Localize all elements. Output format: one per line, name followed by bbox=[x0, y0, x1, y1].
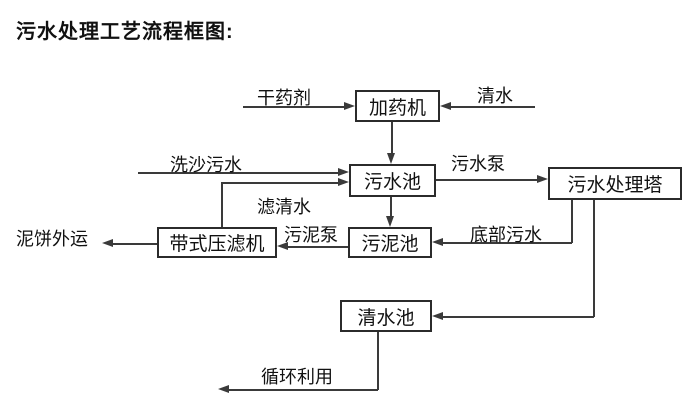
node-sewage-pool-label: 污水池 bbox=[363, 172, 421, 193]
edge-bottom-sewage-line bbox=[443, 242, 572, 244]
edge-recycle-label: 循环利用 bbox=[261, 367, 333, 387]
edge-filtered-water-label: 滤清水 bbox=[257, 197, 311, 217]
node-clean-water-pool: 清水池 bbox=[340, 300, 432, 332]
edge-sludge-pump-label: 污泥泵 bbox=[284, 225, 338, 245]
node-sludge-pool: 污泥池 bbox=[348, 227, 432, 258]
node-treatment-tower: 污水处理塔 bbox=[548, 167, 682, 200]
edge-dosing-output-arrowhead-icon bbox=[387, 153, 395, 164]
page-title: 污水处理工艺流程框图: bbox=[16, 21, 234, 43]
edge-sewage-pump-arrowhead-icon bbox=[537, 175, 548, 183]
edge-dry-chemical-arrowhead-icon bbox=[344, 102, 355, 110]
edge-bottom-sewage-label: 底部污水 bbox=[470, 225, 542, 245]
edge-sand-wash-sewage-line bbox=[138, 172, 338, 174]
edge-filtered-water-vline bbox=[221, 182, 223, 227]
edge-clean-water-arrowhead-icon bbox=[440, 102, 451, 110]
edge-dry-chemical-label: 干药剂 bbox=[257, 88, 311, 108]
node-treatment-tower-label: 污水处理塔 bbox=[567, 175, 663, 196]
edge-filtered-water-line bbox=[221, 182, 338, 184]
edge-mud-cake-out-label: 泥饼外运 bbox=[16, 229, 88, 249]
edge-filtered-water-arrowhead-icon bbox=[338, 178, 349, 186]
edge-recycle-vline bbox=[377, 332, 379, 390]
edge-sewage-pump-line bbox=[436, 179, 537, 181]
node-belt-filter-press: 带式压滤机 bbox=[157, 227, 277, 258]
edge-dry-chemical-line bbox=[243, 106, 345, 108]
node-dosing-machine-label: 加药机 bbox=[368, 97, 426, 119]
edge-tower-to-clean-vline bbox=[593, 200, 595, 317]
edge-recycle-arrowhead-icon bbox=[218, 385, 229, 393]
edge-sludge-pump-arrowhead-icon bbox=[277, 242, 288, 250]
edge-bottom-sewage-arrowhead-icon bbox=[432, 238, 443, 246]
edge-pool-to-sludge-line bbox=[390, 197, 392, 216]
node-sludge-pool-label: 污泥池 bbox=[361, 234, 419, 255]
edge-bottom-sewage-vline bbox=[571, 200, 573, 243]
edge-clean-water-line bbox=[451, 106, 535, 108]
edge-sand-wash-sewage-arrowhead-icon bbox=[338, 168, 349, 176]
edge-mud-cake-out-arrowhead-icon bbox=[102, 239, 113, 247]
edge-sludge-pump-line bbox=[288, 246, 348, 248]
node-dosing-machine: 加药机 bbox=[355, 90, 440, 122]
edge-mud-cake-out-line bbox=[113, 243, 157, 245]
edge-sewage-pump-label: 污水泵 bbox=[451, 154, 505, 174]
edge-pool-to-sludge-arrowhead-icon bbox=[386, 216, 394, 227]
edge-sand-wash-sewage-label: 洗沙污水 bbox=[170, 155, 242, 175]
edge-tower-to-clean-arrowhead-icon bbox=[432, 312, 443, 320]
edge-clean-water-label: 清水 bbox=[477, 86, 513, 106]
edge-tower-to-clean-line bbox=[443, 316, 594, 318]
edge-dosing-output-line bbox=[391, 122, 393, 155]
edge-recycle-line bbox=[229, 389, 378, 391]
node-clean-water-pool-label: 清水池 bbox=[357, 307, 415, 329]
node-sewage-pool: 污水池 bbox=[349, 164, 436, 197]
node-belt-filter-press-label: 带式压滤机 bbox=[169, 234, 265, 255]
